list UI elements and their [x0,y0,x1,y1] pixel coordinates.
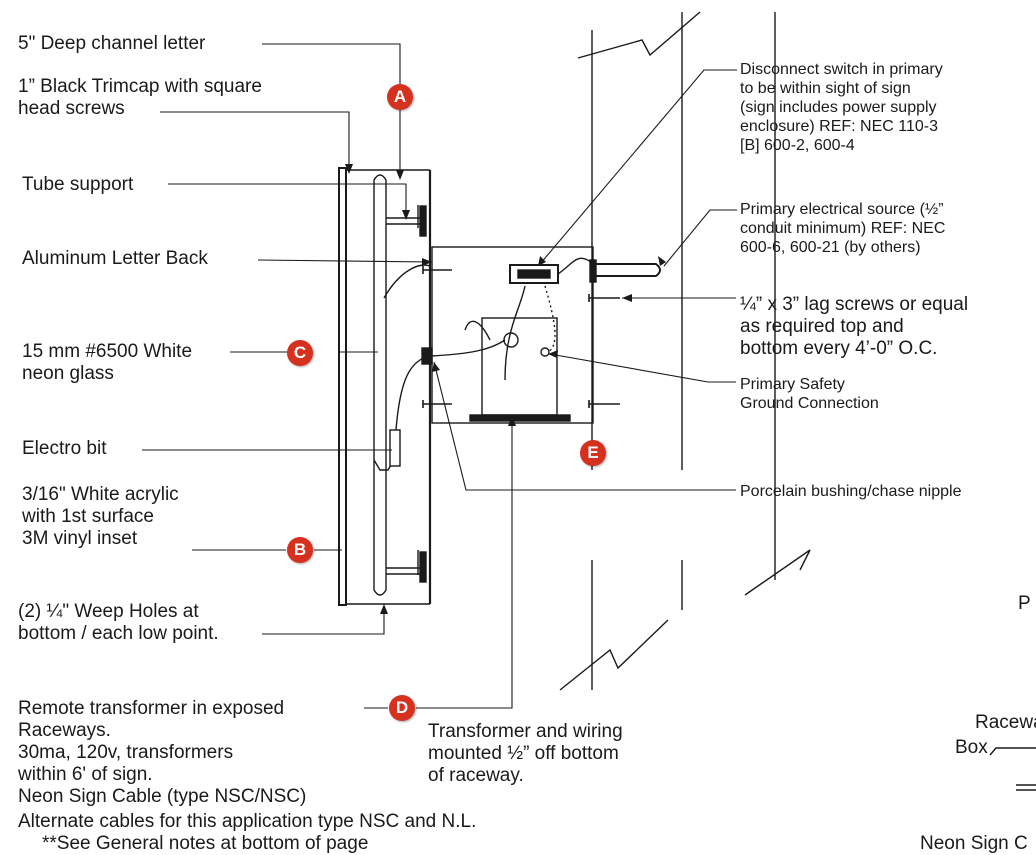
label-acrylic: 3/16" White acrylic with 1st surface 3M … [22,484,179,549]
tube-support-lower-cap [419,551,427,583]
switch-toggle [517,269,551,279]
wall-break-top [577,11,701,59]
transformer-terminal [503,332,519,348]
label-neon-glass: 15 mm #6500 White neon glass [22,341,193,384]
cutoff-double-line [1016,784,1036,791]
label-cutoff-raceway: Racewa [975,712,1036,733]
label-lag-screws: ¼” x 3” lag screws or equal as required … [740,294,969,359]
internal-wire-2 [544,285,556,353]
wall-break-lower-right [744,549,811,596]
primary-wire [557,257,597,275]
transformer [481,317,558,416]
label-channel-letter: 5" Deep channel letter [18,33,206,54]
label-letter-back: Aluminum Letter Back [22,248,208,269]
lag-screws [422,266,620,408]
bushing [421,347,433,365]
raceway-box [431,246,594,424]
internal-wire-1 [504,285,526,381]
cutoff-box-arrow [989,747,1036,756]
transformer-base [469,414,571,422]
marker-d: D [389,695,415,721]
label-transformer-wiring: Transformer and wiring mounted ½” off bo… [428,721,623,786]
marker-e: E [580,440,606,466]
tube-support-upper-cap [419,205,427,237]
label-tube-support: Tube support [22,174,134,195]
conduit-fitting [589,259,597,283]
label-disconnect-switch: Disconnect switch in primary to be withi… [740,61,943,154]
label-porcelain-bushing: Porcelain bushing/chase nipple [740,483,962,500]
tube-support-lower [386,567,422,575]
internal-wire-3 [464,320,491,341]
tube-support-upper [386,217,422,225]
label-trimcap: 1” Black Trimcap with square head screws [18,76,262,119]
label-weep-holes: (2) ¼" Weep Holes at bottom / each low p… [18,601,219,644]
marker-a: A [387,84,413,110]
conduit [594,263,661,277]
neon-cable-upper [383,264,431,299]
wall-break-bottom [559,619,669,691]
label-safety-ground: Primary Safety Ground Connection [740,376,879,412]
neon-tube [373,174,387,596]
marker-c: C [287,340,313,366]
arrowheads [345,164,666,614]
label-alternate-cables: Alternate cables for this application ty… [18,811,477,832]
label-cutoff-neon-cable: Neon Sign C [920,833,1028,854]
label-electro-bit: Electro bit [22,438,107,459]
label-cutoff-p: P [1018,593,1031,614]
label-cutoff-box: Box [955,737,988,758]
ground-terminal [540,347,550,357]
label-remote-transformer: Remote transformer in exposed Raceways. … [18,698,307,807]
acrylic-face [338,167,347,606]
leader-lines [142,43,737,709]
marker-b: B [287,537,313,563]
electro-bit-sleeve [389,429,401,467]
label-general-notes: **See General notes at bottom of page [42,833,369,854]
label-primary-source: Primary electrical source (½” conduit mi… [740,201,946,256]
